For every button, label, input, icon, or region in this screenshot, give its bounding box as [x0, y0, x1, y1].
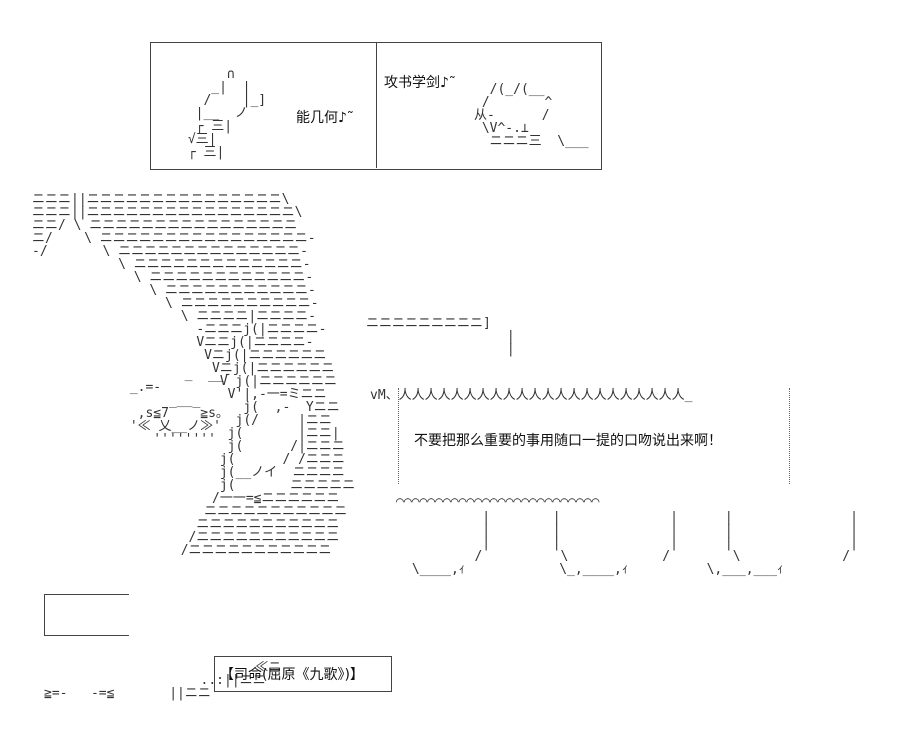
left-panel-text: 能几何♪˜ — [296, 110, 354, 126]
speech-bubble — [398, 388, 790, 484]
right-panel-text: 攻书学剑♪˜ — [384, 75, 456, 91]
drape-ascii-art: ニニニ||ニニニニニニニニニニニニニニニ\ ニニニ||ニニニニニニニニニニニニニ… — [32, 192, 356, 558]
figure-ascii-art: /(_/(__ / ^ 从- / \V^-.⊥ ニニニ三 \___ — [474, 82, 589, 149]
bottom-left-empty-box — [44, 594, 129, 636]
top-panel-divider — [376, 42, 377, 168]
speech-text: 不要把那么重要的事用随口一提的口吻说出来啊！ — [414, 433, 722, 449]
sign-board-ascii: ニニニニニニニニニ] | | — [366, 316, 515, 357]
hand-ascii-art: ∩ _| | / |_] |__ ノ ┌ 三| √三| ┌ 三| — [187, 67, 267, 160]
caption-text: 【司命(屈原《九歌》)】 — [220, 667, 364, 683]
caption-box — [214, 656, 392, 692]
bottom-left-ascii: ≪ニ ..:||ニニ ≧=- -=≦ ||ニニ — [44, 660, 282, 701]
bubble-pillars-ascii: | | | | | | | | | | | | | | | / \ — [411, 510, 858, 577]
speech-bubble-bottom-edge: ⌒⌒⌒⌒⌒⌒⌒⌒⌒⌒⌒⌒⌒⌒⌒⌒⌒⌒⌒⌒⌒⌒⌒⌒⌒⌒ — [396, 494, 600, 509]
speech-bubble-top-edge: vM、人人人人人人人人人人人人人人人人人人人人人人_ — [370, 388, 693, 403]
eyes-ascii-art: _ - _.=- ‾‾ __ ,s≦7‾ ‾≧s。 '≪ 乂__ノ≫' ''''… — [129, 367, 232, 447]
